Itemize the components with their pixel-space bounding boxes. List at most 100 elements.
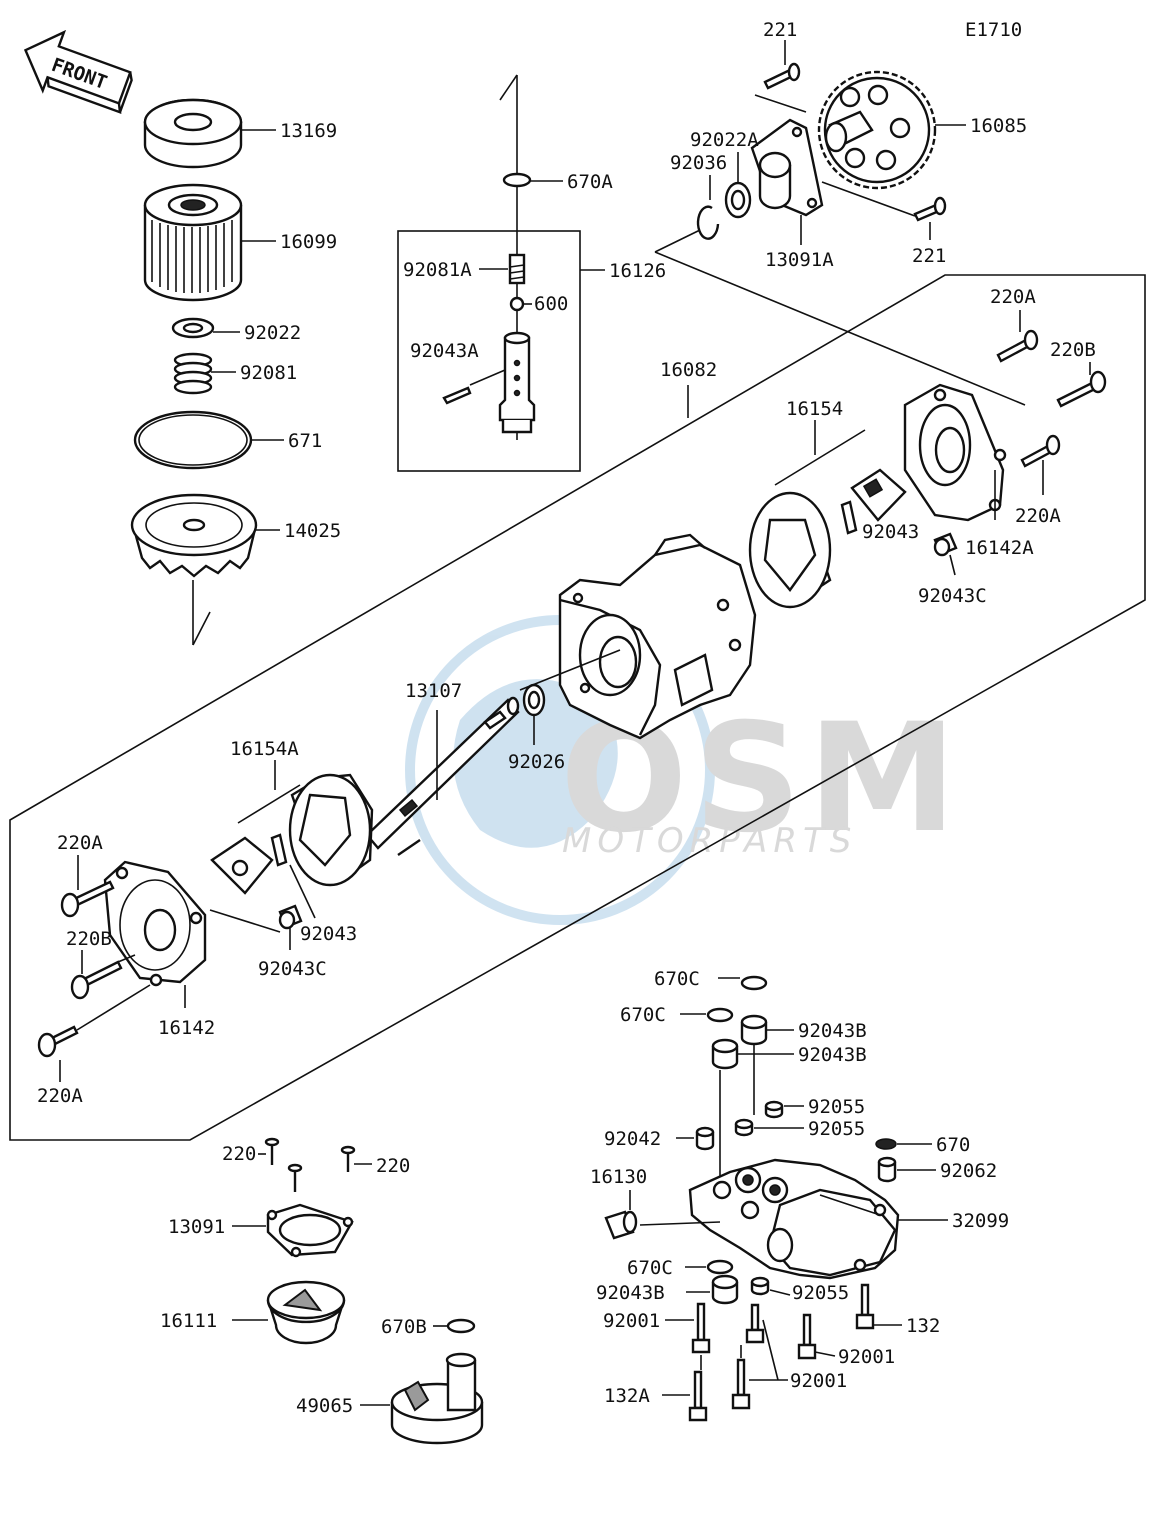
- label-92026: 92026: [508, 751, 565, 773]
- part-92022: [171, 317, 215, 339]
- pump-assembly-box: [9, 274, 1146, 1141]
- label-600: 600: [534, 293, 568, 315]
- label-92062: 92062: [940, 1160, 997, 1182]
- label-132: 132: [906, 1315, 940, 1337]
- label-220A-left-top: 220A: [57, 832, 103, 854]
- part-92042: [695, 1126, 715, 1151]
- label-16085: 16085: [970, 115, 1027, 137]
- label-670B: 670B: [381, 1316, 427, 1338]
- label-92043-right: 92043: [862, 521, 919, 543]
- part-16085-gear: [817, 70, 937, 190]
- label-220A-mid: 220A: [1015, 505, 1061, 527]
- part-670C-lower: [706, 1259, 734, 1275]
- part-92081A: [508, 253, 526, 285]
- label-92043C-right: 92043C: [918, 585, 987, 607]
- label-92043B-lower: 92043B: [596, 1282, 665, 1304]
- label-14025: 14025: [284, 520, 341, 542]
- part-14025: [130, 493, 258, 578]
- label-671: 671: [288, 430, 322, 452]
- label-670C-second: 670C: [620, 1004, 666, 1026]
- part-32099-case: [688, 1158, 900, 1280]
- label-16130: 16130: [590, 1166, 647, 1188]
- label-92043C-left: 92043C: [258, 958, 327, 980]
- part-13091A-housing: [750, 118, 824, 217]
- label-16111: 16111: [160, 1310, 217, 1332]
- part-92043B-a: [740, 1014, 768, 1046]
- part-92055-b: [734, 1118, 754, 1137]
- label-16154A: 16154A: [230, 738, 299, 760]
- part-valve-body: [498, 331, 536, 434]
- label-16099: 16099: [280, 231, 337, 253]
- label-221-top: 221: [763, 19, 797, 41]
- part-13107-shaft: [365, 696, 520, 856]
- part-220B-screw-left: [70, 960, 123, 1000]
- part-92055-a: [764, 1100, 784, 1119]
- label-16082: 16082: [660, 359, 717, 381]
- part-16130-fitting: [604, 1210, 638, 1240]
- label-220-right: 220: [376, 1155, 410, 1177]
- part-16154-outer-rotor: [748, 491, 832, 609]
- diagram-code: E1710: [965, 19, 1022, 41]
- label-670C-top: 670C: [654, 968, 700, 990]
- label-92036: 92036: [670, 152, 727, 174]
- part-92043-pin-left: [270, 833, 288, 867]
- part-13169: [143, 98, 243, 169]
- part-92055-lower: [750, 1276, 770, 1296]
- valve-kit-box: [397, 230, 581, 472]
- part-220A-screw-left-bottom: [37, 1025, 79, 1058]
- label-13107: 13107: [405, 680, 462, 702]
- part-670C-top: [740, 975, 768, 991]
- label-92081A: 92081A: [403, 259, 472, 281]
- label-132A: 132A: [604, 1385, 650, 1407]
- label-670: 670: [936, 1134, 970, 1156]
- part-220-screws: [264, 1137, 356, 1192]
- part-220A-screw-top: [996, 329, 1039, 363]
- label-16142A: 16142A: [965, 537, 1034, 559]
- part-92043C-dowel-right: [933, 532, 958, 557]
- watermark-subtitle: MOTORPARTS: [562, 821, 857, 861]
- part-671: [133, 410, 253, 470]
- label-13091: 13091: [168, 1216, 225, 1238]
- label-670C-lower: 670C: [627, 1257, 673, 1279]
- label-16142: 16142: [158, 1017, 215, 1039]
- part-670B-oring: [446, 1318, 476, 1334]
- label-13091A: 13091A: [765, 249, 834, 271]
- part-92036-circlip: [696, 205, 720, 240]
- part-92081: [173, 352, 213, 395]
- label-32099: 32099: [952, 1210, 1009, 1232]
- label-92001-a: 92001: [603, 1310, 660, 1332]
- label-92055-b: 92055: [808, 1118, 865, 1140]
- part-13091-flange: [266, 1203, 354, 1258]
- label-220-left: 220: [222, 1143, 256, 1165]
- label-92043-left: 92043: [300, 923, 357, 945]
- label-16154: 16154: [786, 398, 843, 420]
- part-221-screw-top: [763, 62, 801, 90]
- label-220B-left: 220B: [66, 928, 112, 950]
- part-92062: [877, 1156, 897, 1183]
- part-92043B-lower: [711, 1274, 739, 1305]
- part-92001-bolt-c: [731, 1303, 765, 1410]
- part-pump-body: [558, 533, 757, 740]
- part-16142A-cover: [903, 383, 1007, 522]
- label-92042: 92042: [604, 1128, 661, 1150]
- part-132-bolt: [855, 1283, 875, 1330]
- part-220A-screw-left-top: [60, 880, 115, 918]
- label-49065: 49065: [296, 1395, 353, 1417]
- label-92001-b: 92001: [838, 1346, 895, 1368]
- label-670A: 670A: [567, 171, 613, 193]
- part-92001-bolt-b: [797, 1313, 817, 1360]
- label-92081: 92081: [240, 362, 297, 384]
- part-670-small: [875, 1138, 897, 1150]
- part-16154A-outer-rotor: [288, 773, 374, 887]
- part-92001-bolt-a: [691, 1302, 711, 1354]
- part-16154A-inner-rotor: [210, 836, 274, 895]
- part-16142-cover: [103, 860, 207, 987]
- label-221-bottom: 221: [912, 245, 946, 267]
- label-220B: 220B: [1050, 339, 1096, 361]
- label-92055-a: 92055: [808, 1096, 865, 1118]
- part-670A: [502, 172, 532, 188]
- label-92001-c: 92001: [790, 1370, 847, 1392]
- part-92026-washer: [522, 683, 546, 717]
- label-220A-left-bottom: 220A: [37, 1085, 83, 1107]
